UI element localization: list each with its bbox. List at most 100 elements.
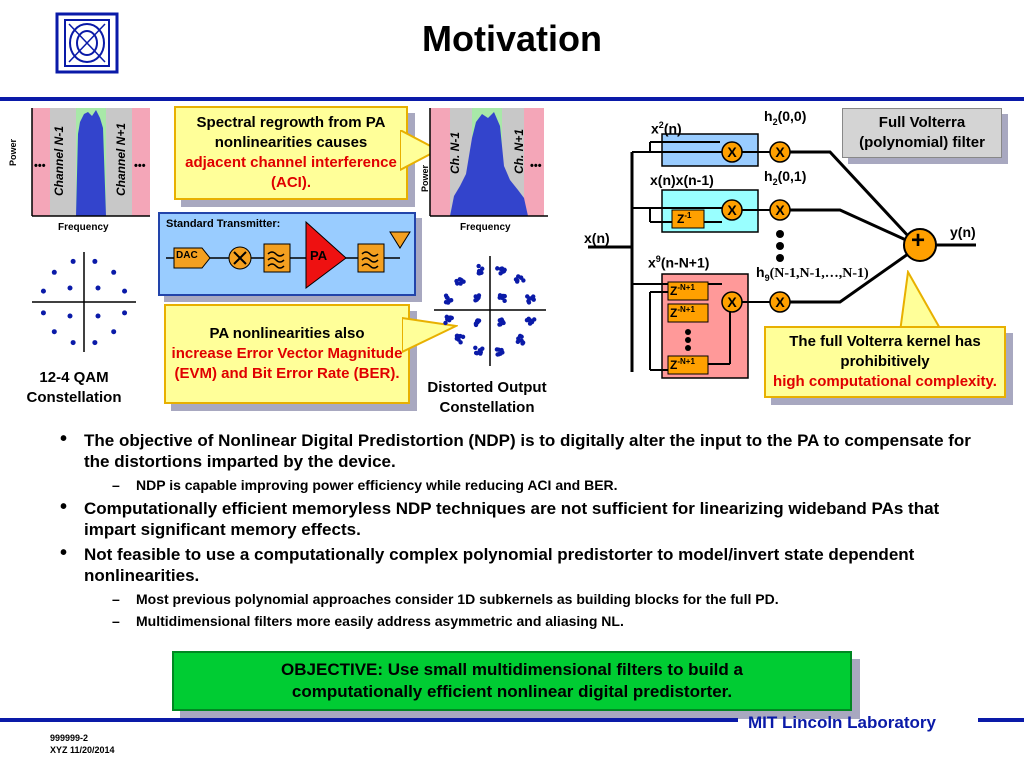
- constellation-point: [40, 310, 46, 316]
- lab-name: MIT Lincoln Laboratory: [748, 713, 936, 732]
- channel-right-label: Ch. N+1: [512, 128, 526, 174]
- spectrum-left-plot: [31, 108, 150, 217]
- callout-kernel-complexity: The full Volterra kernel has prohibitive…: [764, 326, 1006, 398]
- spectrum-signal: [450, 112, 528, 216]
- objective-text: OBJECTIVE: Use small multidimensional fi…: [281, 660, 743, 701]
- branch-box-x2: [661, 133, 759, 167]
- constellation-point: [499, 347, 504, 353]
- callout-pointer: [898, 270, 944, 333]
- constellation-point: [502, 298, 507, 304]
- multiplier-label: X: [727, 144, 737, 160]
- spectrum-left: Power Frequency Channel N-1 Channel N+1 …: [8, 104, 160, 239]
- callout-evm: PA nonlinearities also increase Error Ve…: [164, 304, 410, 404]
- constellation-point: [521, 278, 526, 283]
- constellation-point: [447, 317, 452, 323]
- constellation-point: [443, 299, 449, 305]
- constellation-point: [461, 279, 466, 284]
- constellation-point: [526, 316, 531, 321]
- constellation-point: [92, 258, 98, 264]
- constellation-point: [454, 336, 460, 341]
- spectrum-band: [430, 108, 450, 216]
- sub-bullet-item: Most previous polynomial approaches cons…: [60, 590, 980, 609]
- constellation-point: [122, 288, 128, 294]
- slide-code: 999999-2: [50, 733, 89, 743]
- constellation-point: [526, 300, 532, 305]
- dac-block: [173, 247, 211, 269]
- constellation-point: [476, 263, 481, 269]
- callout-text: Spectral regrowth from PA nonlinearities…: [196, 114, 386, 151]
- header-rule: [0, 97, 1024, 101]
- distorted-constellation-caption: Distorted Output Constellation: [427, 379, 547, 416]
- volterra-output-label: y(n): [950, 224, 976, 240]
- transmitter-chain: [166, 220, 411, 289]
- x-axis-label: Frequency: [58, 222, 109, 233]
- channel-left-label: Ch. N-1: [448, 132, 462, 174]
- constellation-point: [473, 345, 478, 351]
- constellation-point: [70, 258, 76, 264]
- delay-zn-label: Z-N+1: [670, 357, 695, 372]
- callout-spectral-regrowth: Spectral regrowth from PA nonlinearities…: [174, 106, 408, 200]
- constellation-point: [448, 298, 454, 303]
- multiplier-label: X: [727, 294, 737, 310]
- delay-zn-label: Z-N+1: [670, 283, 695, 298]
- delay-z1-label: Z-1: [677, 211, 692, 226]
- page-title: Motivation: [422, 18, 602, 59]
- sum-label: +: [911, 227, 926, 254]
- volterra-input-label: x(n): [584, 230, 610, 246]
- dots-right: •••: [530, 160, 542, 172]
- constellation-point: [476, 293, 482, 298]
- spectrum-right: Power Frequency Ch. N-1 Ch. N+1 •••: [418, 104, 558, 239]
- constellation-point: [498, 271, 503, 276]
- pa-block: [305, 220, 347, 289]
- dac-label: DAC: [176, 250, 198, 261]
- x-axis-label: Frequency: [460, 222, 511, 233]
- constellation-point: [525, 294, 530, 299]
- constellation-point: [444, 295, 450, 300]
- delay-zn: [667, 281, 709, 301]
- constellation-point: [474, 318, 480, 324]
- bullet-list: The objective of Nonlinear Digital Predi…: [60, 429, 980, 634]
- constellation-point: [480, 346, 485, 351]
- distorted-constellation: [434, 256, 546, 366]
- spectrum-band: [32, 108, 50, 216]
- bullet-item: Not feasible to use a computationally co…: [60, 543, 980, 586]
- constellation-point: [443, 320, 448, 326]
- callout-text: PA nonlinearities also: [209, 325, 365, 342]
- multiplier-label: X: [775, 294, 785, 310]
- callout-pointer: [400, 130, 440, 172]
- slide-date: XYZ 11/20/2014: [50, 745, 115, 755]
- transmitter-label: Standard Transmitter:: [166, 218, 281, 230]
- qam-constellation: [32, 252, 136, 352]
- constellation-point: [531, 297, 536, 302]
- constellation-point: [498, 351, 503, 356]
- constellation-point: [40, 288, 46, 294]
- coef-label-h9: h9(N-1,N-1,…,N-1): [756, 264, 869, 283]
- constellation-point: [111, 329, 117, 335]
- constellation-point: [95, 285, 101, 291]
- constellation-point: [527, 321, 533, 326]
- constellation-point: [497, 295, 502, 300]
- multiplier-label: X: [775, 202, 785, 218]
- sub-bullet-item: Multidimensional filters more easily add…: [60, 612, 980, 631]
- constellation-point: [458, 333, 463, 339]
- constellation-point: [474, 351, 480, 356]
- branch-label-xx: x(n)x(n-1): [650, 172, 714, 188]
- constellation-point: [519, 338, 524, 344]
- constellation-point: [514, 279, 520, 284]
- antenna-icon: [389, 231, 411, 249]
- volterra-title: Full Volterra (polynomial) filter: [859, 114, 985, 151]
- multiplier-label: X: [727, 202, 737, 218]
- constellation-point: [92, 340, 98, 346]
- constellation-point: [122, 310, 128, 316]
- spectrum-right-plot: [429, 108, 548, 217]
- constellation-point: [455, 281, 460, 286]
- spectrum-band: [50, 108, 76, 216]
- constellation-point: [495, 266, 500, 271]
- callout-highlight: increase Error Vector Magnitude (EVM) an…: [171, 345, 403, 382]
- spectrum-band: [106, 108, 132, 216]
- volterra-title-box: Full Volterra (polynomial) filter: [842, 108, 1002, 158]
- delay-z1: [671, 209, 705, 229]
- delay-zn-label: Z-N+1: [670, 305, 695, 320]
- constellation-point: [501, 320, 506, 326]
- coef-label-h201: h2(0,1): [764, 168, 807, 187]
